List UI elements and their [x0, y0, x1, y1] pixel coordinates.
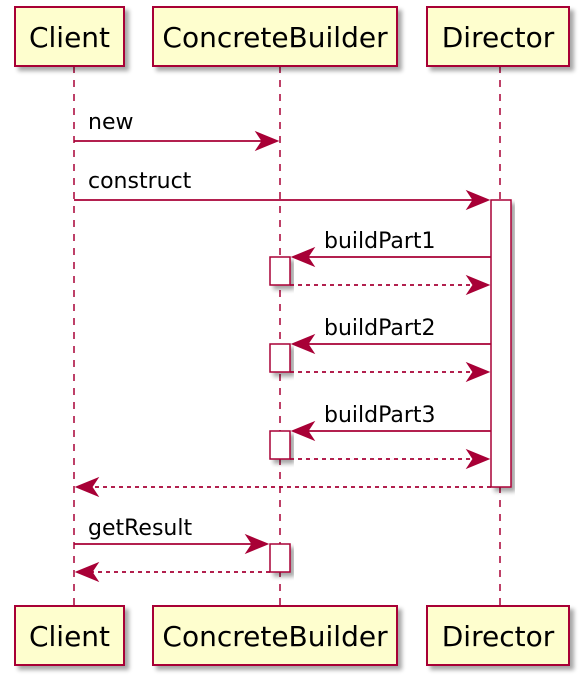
- participant-client-bottom: Client: [14, 605, 125, 666]
- message-new: new: [74, 110, 280, 152]
- participant-builder-label: ConcreteBuilder: [162, 620, 388, 653]
- participant-director-bottom: Director: [426, 605, 570, 666]
- message-buildpart1: buildPart1: [290, 229, 491, 268]
- arrowhead-icon: [290, 246, 316, 268]
- activation-builder-2: [269, 343, 291, 373]
- message-new-label: new: [88, 110, 133, 135]
- message-buildpart2: buildPart2: [290, 316, 491, 355]
- participant-builder-top: ConcreteBuilder: [152, 6, 398, 67]
- participant-director-label: Director: [442, 620, 555, 653]
- return-buildpart3: [290, 448, 491, 470]
- arrowhead-icon: [465, 189, 491, 211]
- message-getresult: getResult: [74, 516, 270, 555]
- return-construct: [74, 476, 491, 498]
- participant-client-label: Client: [29, 21, 110, 54]
- return-buildpart2: [290, 361, 491, 383]
- activation-director: [490, 199, 512, 488]
- arrowhead-icon: [465, 361, 491, 383]
- message-buildpart2-label: buildPart2: [324, 316, 436, 341]
- participant-client-label: Client: [29, 620, 110, 653]
- arrowhead-icon: [254, 130, 280, 152]
- participant-builder-bottom: ConcreteBuilder: [152, 605, 398, 666]
- activation-builder-3: [269, 430, 291, 460]
- arrowhead-icon: [74, 476, 100, 498]
- activation-builder-4: [269, 543, 291, 573]
- arrowhead-icon: [74, 561, 100, 583]
- message-construct: construct: [74, 169, 491, 211]
- participant-builder-label: ConcreteBuilder: [162, 21, 388, 54]
- message-buildpart3: buildPart3: [290, 403, 491, 442]
- message-construct-label: construct: [88, 169, 192, 194]
- message-getresult-label: getResult: [88, 516, 192, 541]
- participant-director-label: Director: [442, 21, 555, 54]
- arrowhead-icon: [290, 333, 316, 355]
- activation-builder-1: [269, 256, 291, 286]
- participant-director-top: Director: [426, 6, 570, 67]
- arrowhead-icon: [465, 448, 491, 470]
- arrowhead-icon: [465, 274, 491, 296]
- message-buildpart1-label: buildPart1: [324, 229, 436, 254]
- arrowhead-icon: [290, 420, 316, 442]
- participant-client-top: Client: [14, 6, 125, 67]
- return-buildpart1: [290, 274, 491, 296]
- arrowhead-icon: [244, 533, 270, 555]
- message-buildpart3-label: buildPart3: [324, 403, 436, 428]
- return-getresult: [74, 561, 270, 583]
